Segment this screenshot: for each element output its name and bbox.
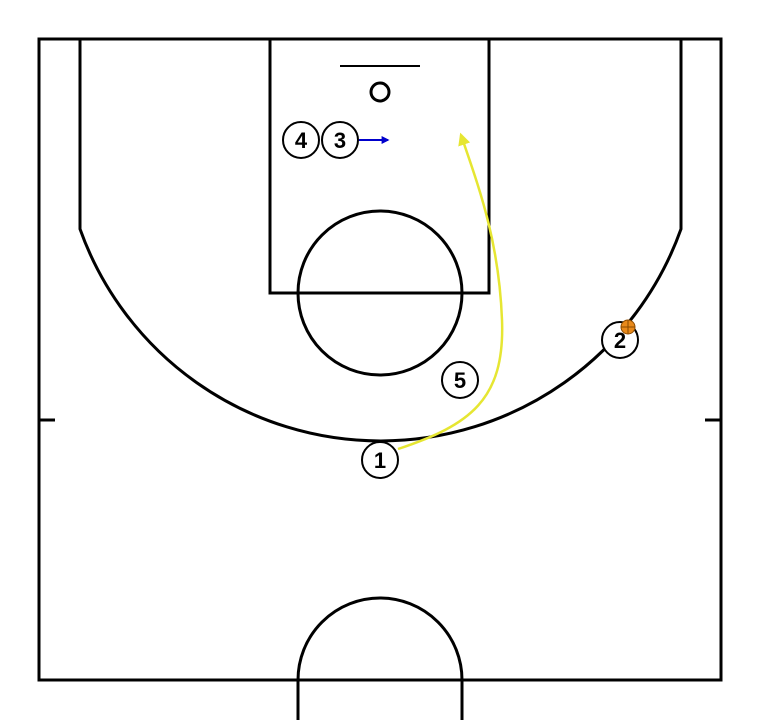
player-label: 3 <box>334 128 346 153</box>
player-1: 1 <box>361 441 399 479</box>
player-label: 4 <box>295 128 308 153</box>
player-circle <box>321 121 359 159</box>
paint-lane <box>268 37 491 295</box>
basketball-icon <box>620 319 636 335</box>
rim <box>369 81 391 103</box>
court-lines <box>37 37 723 720</box>
player-3: 3 <box>321 121 359 159</box>
player-circle <box>441 361 479 399</box>
center-circle <box>296 596 464 681</box>
player-5: 5 <box>441 361 479 399</box>
center-circle-lower <box>296 680 464 720</box>
cut-path-player-1 <box>397 132 504 451</box>
player-label: 1 <box>374 448 386 473</box>
player-4: 4 <box>282 121 320 159</box>
player-circle <box>361 441 399 479</box>
court-boundary <box>37 37 723 682</box>
player-label: 5 <box>454 368 466 393</box>
player-2: 2 <box>601 319 639 359</box>
three-point-line <box>78 39 683 443</box>
player-circle <box>282 121 320 159</box>
free-throw-circle <box>296 209 464 377</box>
player-label: 2 <box>614 328 626 353</box>
